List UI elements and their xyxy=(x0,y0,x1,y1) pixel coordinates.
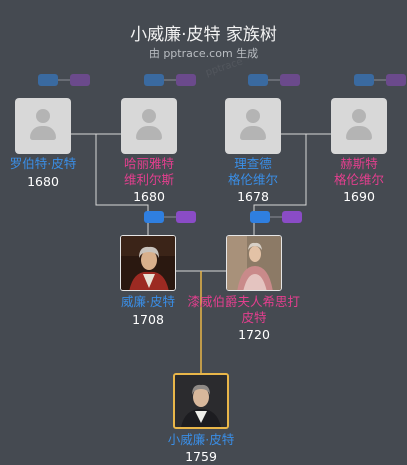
person-card-p4[interactable] xyxy=(331,98,387,154)
expand-parents-button-p1[interactable] xyxy=(38,74,58,86)
person-name-p6[interactable]: 漆威伯爵夫人希思打 xyxy=(187,294,300,309)
person-year-p1: 1680 xyxy=(27,174,59,189)
person-name-p6-line2[interactable]: 皮特 xyxy=(241,310,267,325)
person-name-p2[interactable]: 哈丽雅特 xyxy=(123,156,174,171)
person-silhouette-body xyxy=(346,126,372,140)
expand-partner-button-p3[interactable] xyxy=(280,74,300,86)
expand-partner-button-p6[interactable] xyxy=(282,211,302,223)
person-silhouette-body xyxy=(30,126,56,140)
person-name-p3[interactable]: 理查德 xyxy=(234,156,272,171)
person-silhouette-icon xyxy=(352,109,366,123)
page-title: 小威廉·皮特 家族树 xyxy=(130,25,277,45)
person-card-p1[interactable] xyxy=(15,98,71,154)
person-year-p3: 1678 xyxy=(237,189,269,204)
person-card-p7-focus[interactable] xyxy=(173,373,229,429)
portrait-image-p7 xyxy=(175,375,227,427)
person-year-p2: 1680 xyxy=(133,189,165,204)
expand-partner-button-p5[interactable] xyxy=(176,211,196,223)
person-silhouette-body xyxy=(240,126,266,140)
person-year-p5: 1708 xyxy=(132,312,164,327)
person-year-p7: 1759 xyxy=(185,449,217,464)
person-name-p3-line2[interactable]: 格伦维尔 xyxy=(227,172,278,187)
person-name-p4-line2[interactable]: 格伦维尔 xyxy=(333,172,384,187)
person-silhouette-icon xyxy=(142,109,156,123)
person-card-p6[interactable] xyxy=(226,235,282,291)
expand-partner-button-p2[interactable] xyxy=(176,74,196,86)
expand-partner-button-p1[interactable] xyxy=(70,74,90,86)
expand-parents-button-p5[interactable] xyxy=(144,211,164,223)
expand-parents-button-p3[interactable] xyxy=(248,74,268,86)
person-year-p6: 1720 xyxy=(238,327,270,342)
person-silhouette-body xyxy=(136,126,162,140)
person-name-p2-line2[interactable]: 维利尔斯 xyxy=(123,172,174,187)
person-card-p3[interactable] xyxy=(225,98,281,154)
person-name-p7[interactable]: 小威廉·皮特 xyxy=(167,432,235,447)
person-silhouette-icon xyxy=(36,109,50,123)
person-name-p5[interactable]: 威廉·皮特 xyxy=(121,294,175,309)
person-card-p5[interactable] xyxy=(120,235,176,291)
page-subtitle: 由 pptrace.com 生成 xyxy=(148,47,259,60)
expand-partner-button-p4[interactable] xyxy=(386,74,406,86)
expand-parents-button-p6[interactable] xyxy=(250,211,270,223)
person-name-p4[interactable]: 赫斯特 xyxy=(340,156,378,171)
portrait-image-p5 xyxy=(121,236,175,290)
portrait-image-p6 xyxy=(227,236,281,290)
person-silhouette-icon xyxy=(246,109,260,123)
expand-parents-button-p2[interactable] xyxy=(144,74,164,86)
person-name-p1[interactable]: 罗伯特·皮特 xyxy=(9,156,77,171)
person-card-p2[interactable] xyxy=(121,98,177,154)
person-year-p4: 1690 xyxy=(343,189,375,204)
expand-parents-button-p4[interactable] xyxy=(354,74,374,86)
